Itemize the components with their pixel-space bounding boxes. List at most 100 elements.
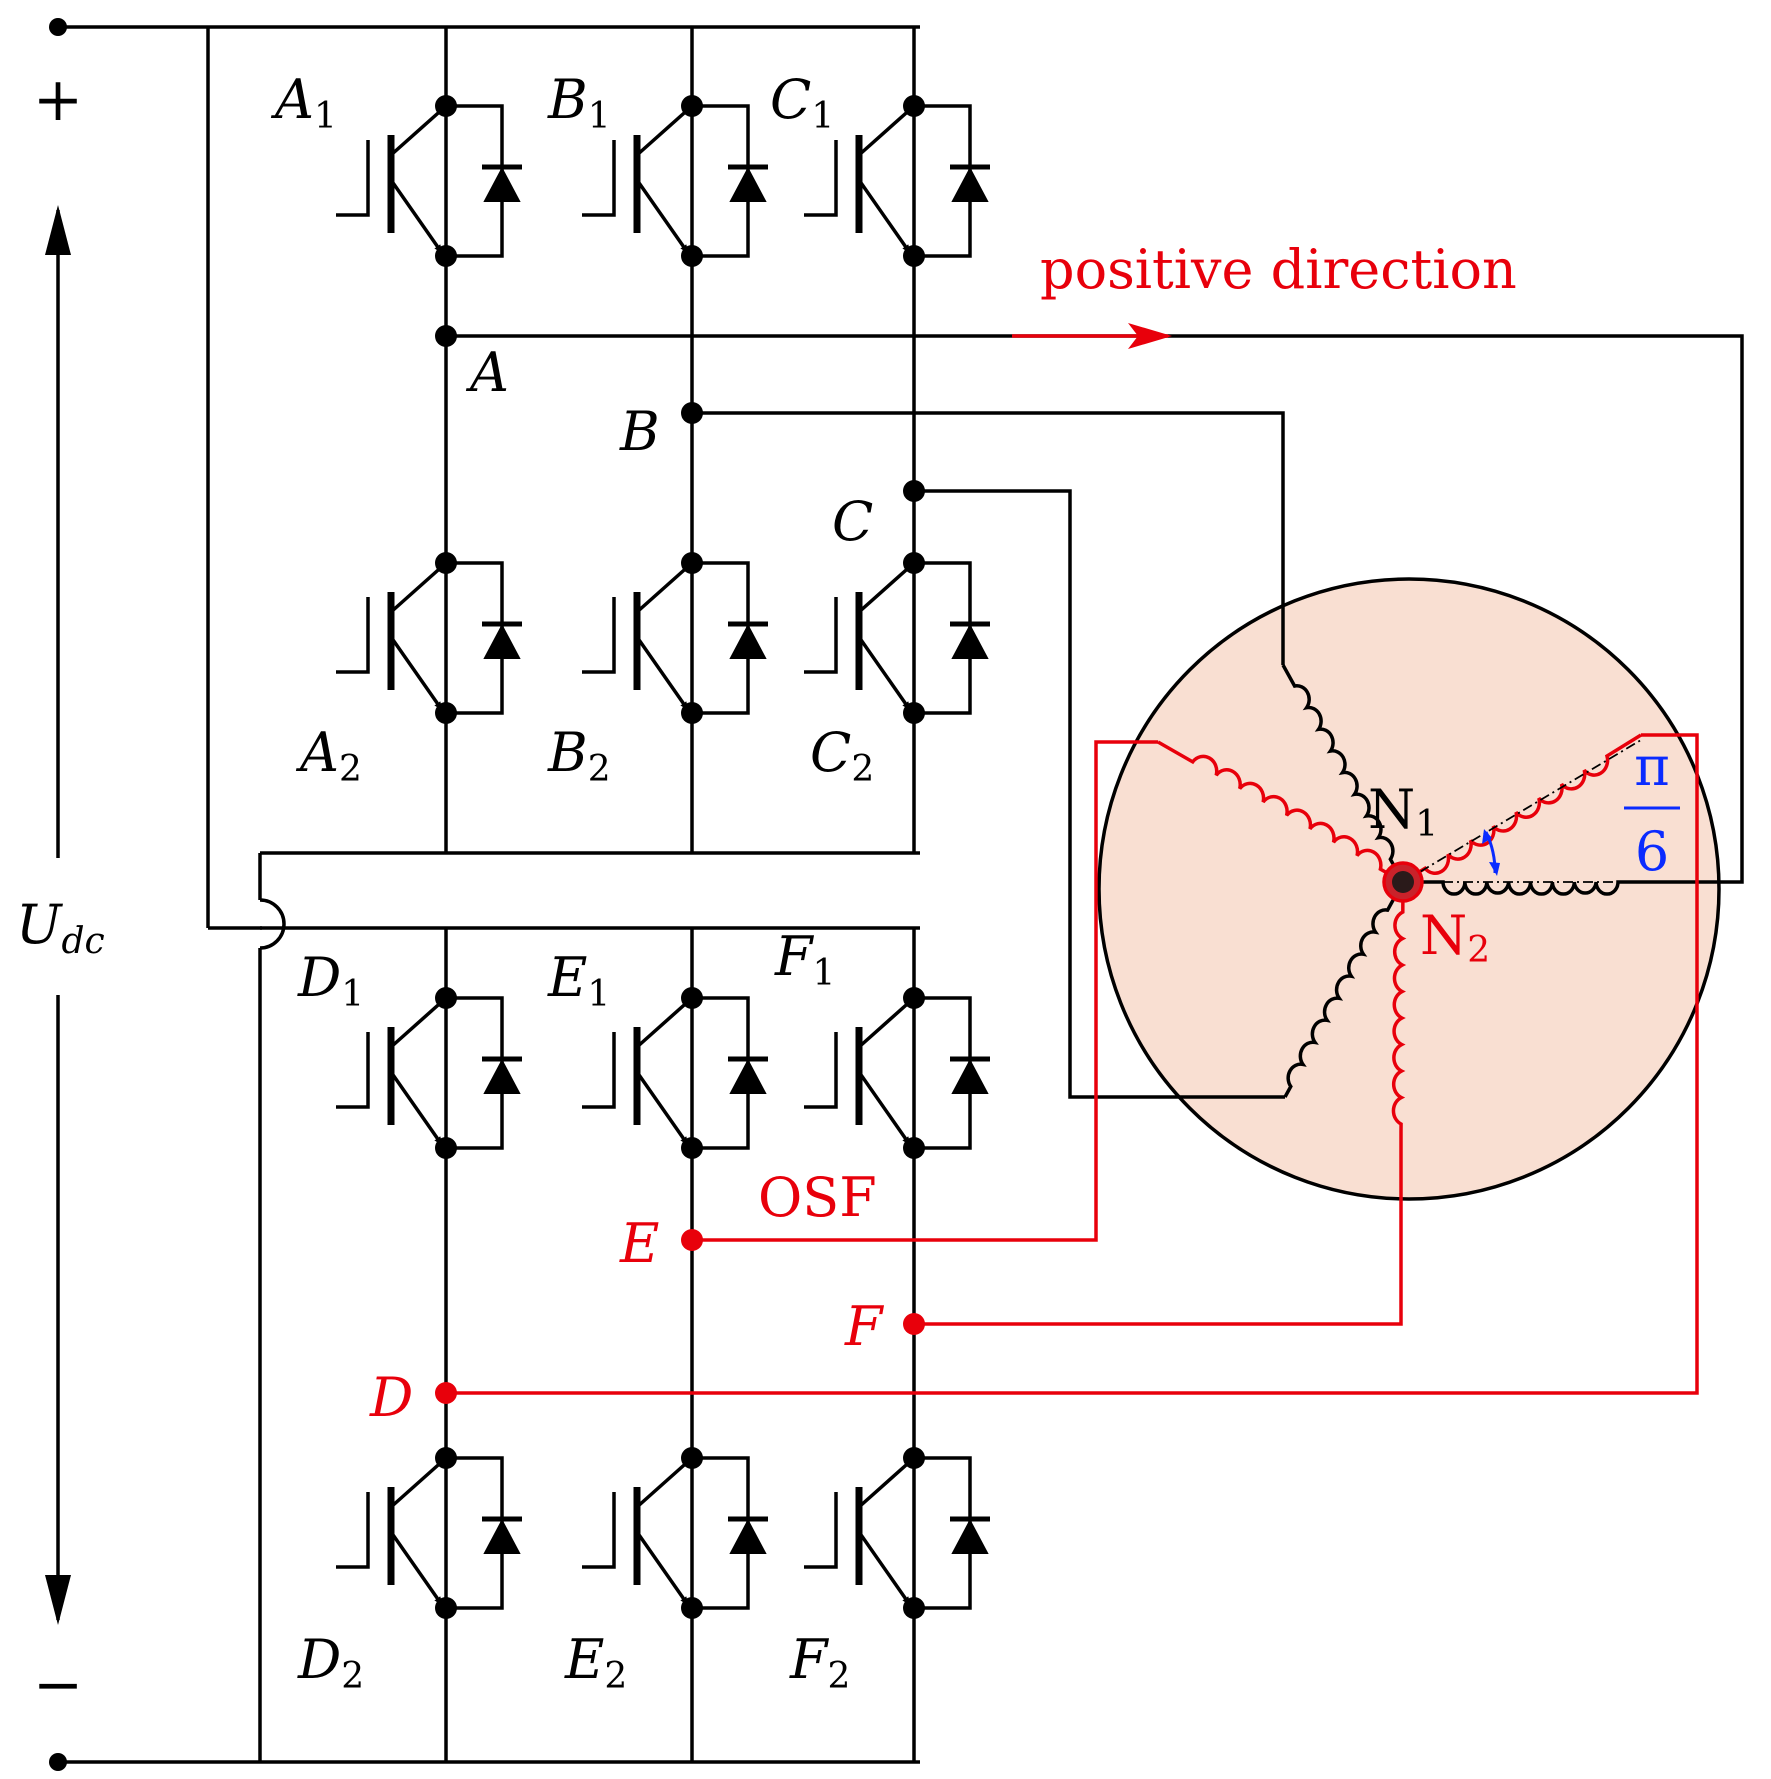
switch-label-upper-inverter-switches-bottom-1: B2 [547, 721, 611, 790]
igbt-lower-top-1 [336, 996, 522, 1150]
voltage-arrow-up-head [45, 205, 71, 255]
igbt-lower-top-3 [804, 996, 990, 1150]
neutral-label-n2-main: N [1420, 904, 1467, 967]
neutral-label-n2: N2 [1420, 904, 1490, 971]
voltage-label-main: U [16, 893, 63, 956]
junction-dot-16 [903, 987, 925, 1009]
output-terminal-dot-29 [435, 1382, 457, 1404]
switch-label-main: B [547, 721, 588, 784]
junction-dot-13 [435, 1137, 457, 1159]
direction-label: positive direction [1040, 238, 1517, 301]
switch-label-lower-inverter-switches-bottom-2: F2 [789, 1628, 850, 1697]
junction-dot-3 [681, 245, 703, 267]
switch-label-sub: 2 [341, 1656, 364, 1697]
junction-dot-0 [435, 95, 457, 117]
positive-terminal [49, 18, 67, 36]
igbt-upper-bottom-2 [582, 561, 768, 715]
switch-label-upper-inverter-switches-top-2: C1 [770, 68, 834, 137]
igbt-upper-top-3 [804, 104, 990, 258]
direction-arrow-head [1128, 323, 1172, 349]
phase-label-f: F [844, 1295, 885, 1358]
junction-dot-5 [903, 245, 925, 267]
angle-arc-head-2 [1482, 829, 1492, 844]
winding-b [1281, 664, 1405, 883]
igbt-upper-top-2 [582, 104, 768, 258]
switch-label-sub: 2 [851, 749, 874, 790]
junction-dot-17 [903, 1137, 925, 1159]
igbt-upper-bottom-1 [336, 561, 522, 715]
switch-label-upper-inverter-switches-top-0: A1 [270, 68, 337, 137]
junction-dot-8 [681, 552, 703, 574]
voltage-arrow-down-head [45, 1575, 71, 1625]
junction-dot-2 [681, 95, 703, 117]
junction-dot-7 [435, 702, 457, 724]
angle-denominator: 6 [1635, 820, 1669, 883]
neutral-point-n1 [1392, 871, 1414, 893]
switch-label-lower-inverter-switches-top-0: D1 [297, 946, 364, 1015]
switch-label-sub: 2 [827, 1656, 850, 1697]
switch-label-sub: 1 [588, 96, 611, 137]
switch-label-lower-inverter-switches-bottom-1: E2 [564, 1628, 627, 1697]
switch-label-sub: 1 [811, 96, 834, 137]
junction-dot-25 [681, 402, 703, 424]
switch-label-main: E [547, 946, 587, 1009]
angle-arc-head-1 [1489, 862, 1500, 876]
igbt-upper-top-1 [336, 104, 522, 258]
junction-dot-21 [681, 1597, 703, 1619]
switch-label-upper-inverter-switches-bottom-0: A2 [295, 721, 362, 790]
winding-d [1402, 733, 1642, 884]
neutral-label-n1: N1 [1368, 778, 1438, 845]
phase-label-a: A [465, 341, 509, 404]
switch-label-main: D [297, 1628, 341, 1691]
lower-leg-wires [444, 928, 916, 1762]
switch-label-main: A [270, 68, 314, 131]
winding-c [1283, 881, 1405, 1098]
dc-bus [58, 25, 920, 1764]
switch-label-main: A [295, 721, 339, 784]
junction-dot-4 [903, 95, 925, 117]
switch-label-upper-inverter-switches-top-1: B1 [547, 68, 611, 137]
phase-label-d: D [369, 1366, 413, 1429]
switch-label-sub: 2 [339, 749, 362, 790]
junction-dot-9 [681, 702, 703, 724]
junction-dot-10 [903, 552, 925, 574]
junction-dot-23 [903, 1597, 925, 1619]
phase-label-e: E [619, 1212, 659, 1275]
igbt-lower-bottom-1 [336, 1456, 522, 1610]
switch-label-sub: 1 [341, 974, 364, 1015]
switch-label-sub: 1 [314, 96, 337, 137]
winding-e [1157, 740, 1404, 884]
fault-label: OSF [758, 1166, 877, 1229]
switch-label-sub: 1 [812, 953, 835, 994]
igbt-lower-bottom-3 [804, 1456, 990, 1610]
junction-dot-14 [681, 987, 703, 1009]
voltage-label: Udc [16, 893, 105, 962]
igbt-lower-top-2 [582, 996, 768, 1150]
junction-dot-20 [681, 1447, 703, 1469]
switch-label-lower-inverter-switches-bottom-0: D2 [297, 1628, 364, 1697]
voltage-label-sub: dc [62, 921, 105, 962]
switch-label-main: E [564, 1628, 604, 1691]
switch-label-lower-inverter-switches-top-2: F1 [774, 925, 835, 994]
phase-label-c: C [832, 490, 873, 553]
junction-dot-24 [435, 325, 457, 347]
output-terminal-dot-28 [903, 1313, 925, 1335]
junction-dot-19 [435, 1597, 457, 1619]
minus-sign: − [33, 1650, 83, 1720]
switch-label-sub: 2 [588, 749, 611, 790]
junction-dot-18 [435, 1447, 457, 1469]
igbt-upper-bottom-3 [804, 561, 990, 715]
igbt-lower-bottom-2 [582, 1456, 768, 1610]
switch-label-sub: 2 [604, 1656, 627, 1697]
winding-f [1391, 881, 1407, 1133]
switch-label-main: F [774, 925, 815, 988]
switch-label-main: C [810, 721, 851, 784]
phase-label-b: B [619, 400, 660, 463]
phase-wires-def [446, 733, 1699, 1395]
junction-dots [435, 95, 925, 1619]
angle-numerator: π [1634, 735, 1670, 798]
angle-ref-line-1 [1402, 739, 1642, 883]
